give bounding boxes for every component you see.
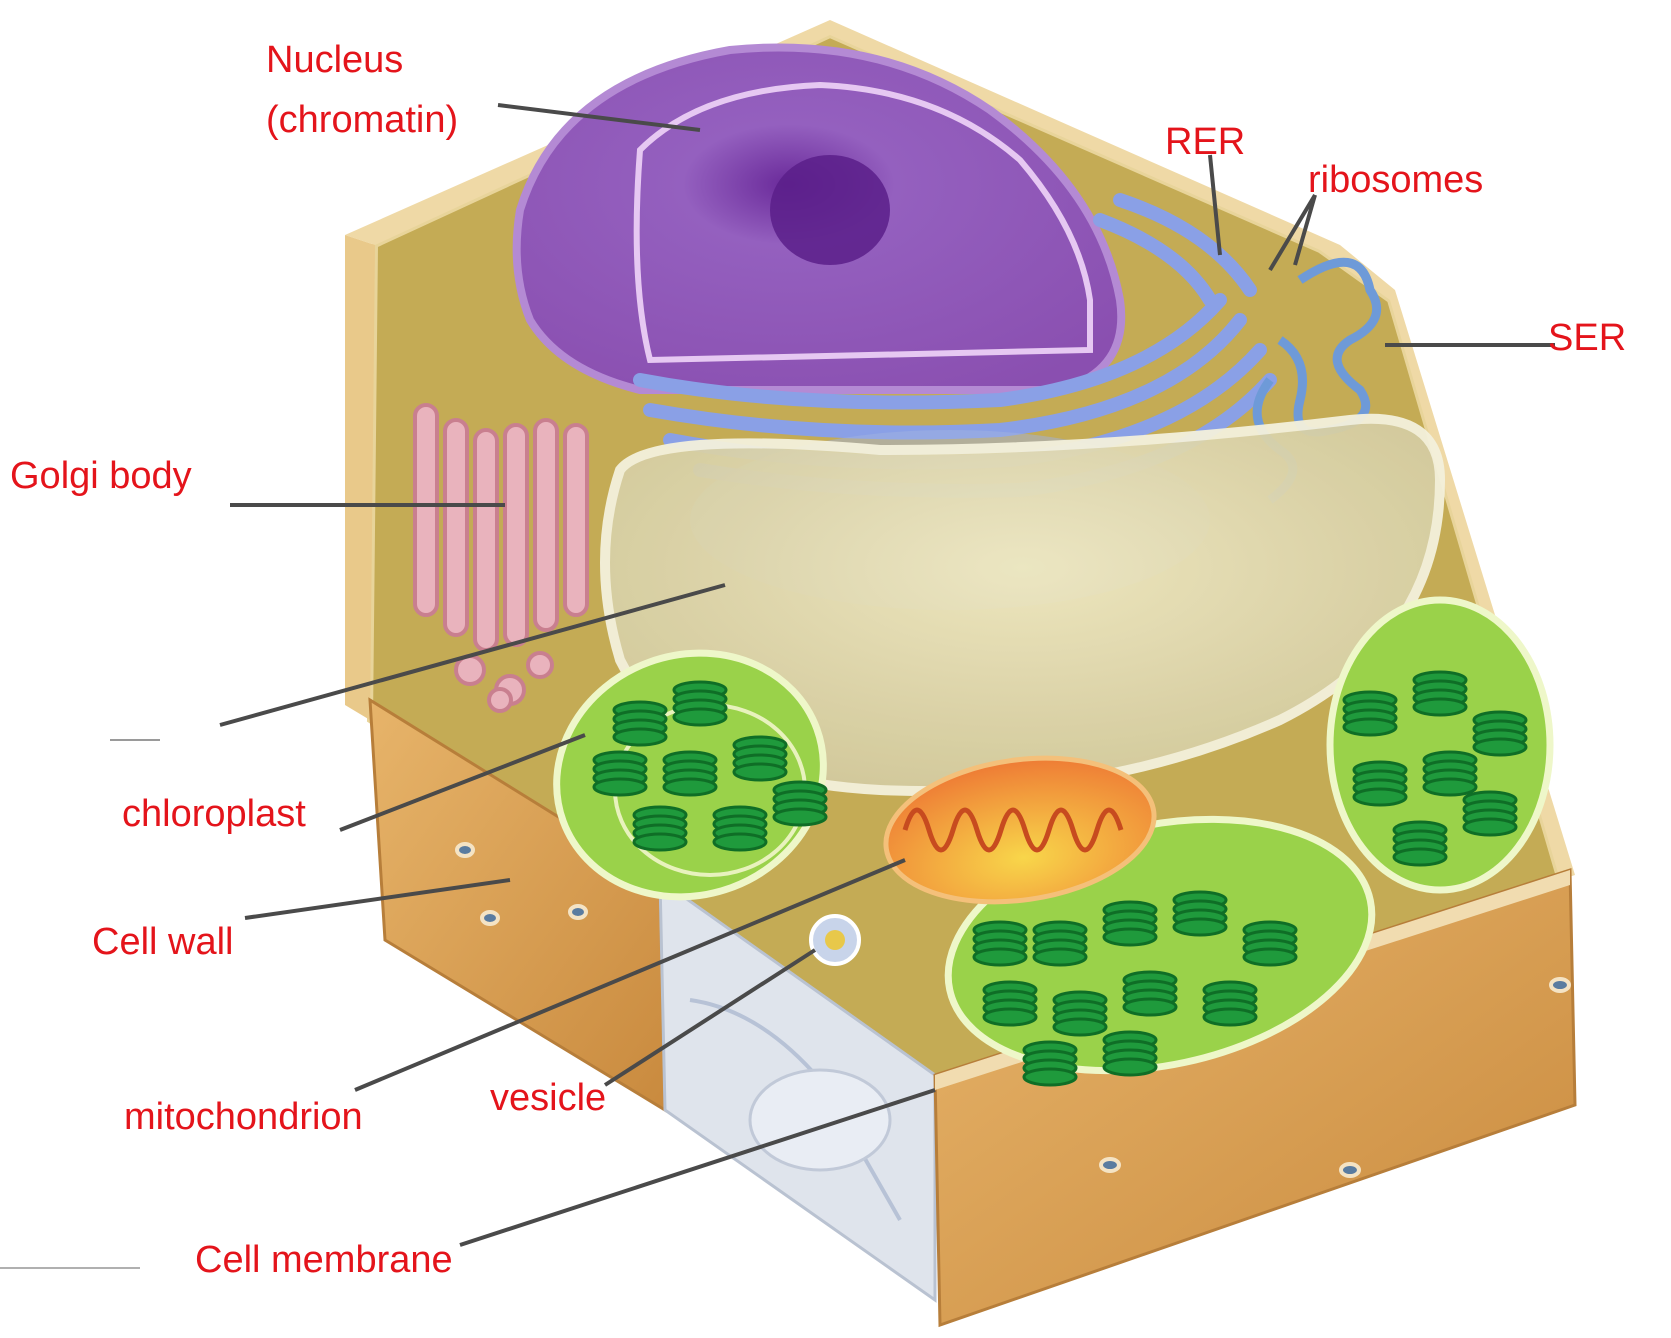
thylakoid-disc <box>1354 789 1406 805</box>
granum <box>1354 762 1406 805</box>
granum <box>1394 822 1446 865</box>
thylakoid-disc <box>1104 929 1156 945</box>
label-ribosomes: ribosomes <box>1308 160 1483 202</box>
granum <box>974 922 1026 965</box>
granum <box>1054 992 1106 1035</box>
label-cell-wall: Cell wall <box>92 922 233 964</box>
thylakoid-disc <box>1034 949 1086 965</box>
thylakoid-disc <box>674 709 726 725</box>
granum <box>1124 972 1176 1015</box>
label-nucleus-line1: Nucleus <box>266 40 403 82</box>
granum <box>1464 792 1516 835</box>
label-mitochondrion: mitochondrion <box>124 1097 363 1139</box>
granum <box>1104 902 1156 945</box>
granum <box>594 752 646 795</box>
label-vesicle: vesicle <box>490 1078 606 1120</box>
label-nucleus-line2: (chromatin) <box>266 100 458 142</box>
granum <box>1024 1042 1076 1085</box>
label-ser: SER <box>1548 318 1626 360</box>
label-rer: RER <box>1165 122 1245 164</box>
thylakoid-disc <box>984 1009 1036 1025</box>
granum <box>984 982 1036 1025</box>
thylakoid-disc <box>1024 1069 1076 1085</box>
thylakoid-disc <box>1124 999 1176 1015</box>
thylakoid-disc <box>714 834 766 850</box>
nucleus <box>517 48 1122 391</box>
thylakoid-disc <box>1204 1009 1256 1025</box>
thylakoid-disc <box>974 949 1026 965</box>
granum <box>664 752 716 795</box>
label-golgi-body: Golgi body <box>10 456 192 498</box>
label-chloroplast: chloroplast <box>122 794 306 836</box>
granum <box>1474 712 1526 755</box>
granum <box>1414 672 1466 715</box>
granum <box>674 682 726 725</box>
thylakoid-disc <box>1414 699 1466 715</box>
thylakoid-disc <box>1474 739 1526 755</box>
thylakoid-disc <box>734 764 786 780</box>
thylakoid-disc <box>1464 819 1516 835</box>
granum <box>634 807 686 850</box>
granum <box>1174 892 1226 935</box>
granum <box>714 807 766 850</box>
label-cell-membrane: Cell membrane <box>195 1240 453 1282</box>
thylakoid-disc <box>1244 949 1296 965</box>
granum <box>1344 692 1396 735</box>
thylakoid-disc <box>774 809 826 825</box>
thylakoid-disc <box>634 834 686 850</box>
thylakoid-disc <box>664 779 716 795</box>
thylakoid-disc <box>594 779 646 795</box>
thylakoid-disc <box>1054 1019 1106 1035</box>
granum <box>1244 922 1296 965</box>
thylakoid-disc <box>1344 719 1396 735</box>
granum <box>1204 982 1256 1025</box>
thylakoid-disc <box>1174 919 1226 935</box>
granum <box>774 782 826 825</box>
granum <box>734 737 786 780</box>
cell-wall-left <box>345 235 375 720</box>
granum <box>1104 1032 1156 1075</box>
granum <box>614 702 666 745</box>
vesicle <box>811 916 859 964</box>
thylakoid-disc <box>1394 849 1446 865</box>
thylakoid-disc <box>1104 1059 1156 1075</box>
thylakoid-disc <box>1424 779 1476 795</box>
granum <box>1424 752 1476 795</box>
granum <box>1034 922 1086 965</box>
thylakoid-disc <box>614 729 666 745</box>
